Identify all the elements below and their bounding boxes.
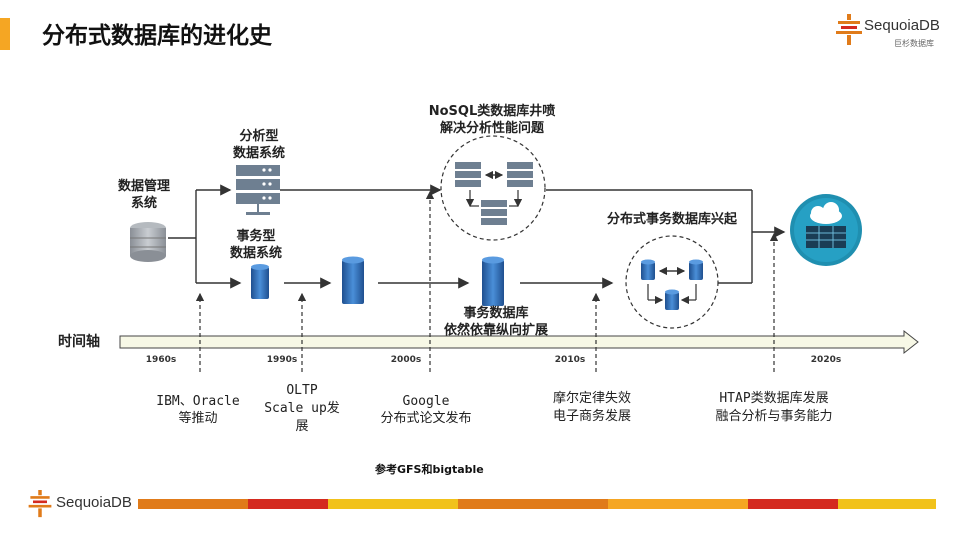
- event-4-line-2: 电子商务发展: [553, 408, 631, 424]
- sequoiadb-logo-bottom: SequoiaDB: [28, 490, 168, 518]
- dist-db-left-icon: [641, 259, 655, 280]
- txdb-label-2: 依然依靠纵向扩展: [444, 322, 549, 338]
- logo-sub-text: 巨杉数据库: [894, 39, 934, 48]
- event-3-line-1: Google: [403, 394, 450, 409]
- stripe-segment: [838, 499, 936, 509]
- event-3-line-2: 分布式论文发布: [380, 410, 471, 426]
- tick-1960s: 1960s: [146, 355, 176, 365]
- event-2-line-3: 展: [295, 419, 308, 434]
- stripe-segment: [328, 499, 458, 509]
- dist-link-arrows: [647, 266, 697, 305]
- dist-tx-cluster-circle: [625, 235, 719, 329]
- sequoia-tree-icon: [836, 14, 862, 45]
- logo-brand-text: SequoiaDB: [864, 17, 940, 34]
- bottom-logo-brand: SequoiaDB: [56, 494, 132, 511]
- stripe-segment: [248, 499, 328, 509]
- analytic-server-icon: [236, 165, 280, 215]
- event-1-line-2: 等推动: [178, 410, 217, 426]
- dbms-cylinder-icon: [130, 222, 166, 262]
- branch-connector: [168, 184, 242, 289]
- small-blue-cylinder-icon: [251, 264, 269, 299]
- medium-blue-cylinder-icon: [342, 256, 364, 304]
- nosql-server-bottom-icon: [481, 200, 507, 225]
- analytic-label-2: 数据系统: [233, 145, 285, 161]
- stripe-segment: [608, 499, 748, 509]
- title-accent-bar: [0, 18, 10, 50]
- dist-db-right-icon: [689, 259, 703, 280]
- transactional-label-2: 数据系统: [230, 245, 282, 261]
- nosql-label-2: 解决分析性能问题: [439, 120, 545, 136]
- nosql-cluster-circle: [440, 135, 546, 241]
- tick-1990s: 1990s: [267, 355, 297, 365]
- transactional-label-1: 事务型: [236, 228, 275, 244]
- dist-tx-label: 分布式事务数据库兴起: [607, 211, 738, 227]
- reference-note: 参考GFS和bigtable: [375, 463, 484, 476]
- nosql-server-right-icon: [507, 162, 533, 187]
- analytic-label-1: 分析型: [239, 128, 278, 144]
- stripe-segment: [138, 499, 248, 509]
- tick-2010s: 2010s: [555, 355, 585, 365]
- dbms-label-2: 系统: [131, 195, 157, 211]
- event-5-line-2: 融合分析与事务能力: [715, 408, 832, 424]
- timeline-arrow: [119, 329, 919, 355]
- large-blue-cylinder-icon: [482, 256, 504, 306]
- page-title: 分布式数据库的进化史: [42, 23, 272, 49]
- evolution-diagram: 数据管理 系统 分析型 数据系统 事务型 数据系统 事务数据库 依然依靠纵向扩展: [58, 103, 919, 434]
- nosql-label-1: NoSQL类数据库井喷: [429, 103, 556, 119]
- merge-connector: [546, 189, 786, 284]
- dist-db-bottom-icon: [665, 289, 679, 310]
- tick-2000s: 2000s: [391, 355, 421, 365]
- txdb-label-1: 事务数据库: [463, 305, 528, 321]
- timeline-label: 时间轴: [58, 333, 100, 350]
- event-5-line-1: HTAP类数据库发展: [719, 390, 828, 406]
- stripe-segment: [748, 499, 838, 509]
- event-2-line-2: Scale up发: [264, 400, 340, 416]
- sequoiadb-logo-top: SequoiaDB 巨杉数据库: [836, 14, 956, 54]
- nosql-server-left-icon: [455, 162, 481, 187]
- sequoia-tree-icon-bottom: [28, 490, 52, 518]
- event-4-line-1: 摩尔定律失效: [553, 390, 631, 406]
- cloud-database-icon: [790, 194, 862, 266]
- tick-2020s: 2020s: [811, 355, 841, 365]
- event-1-line-1: IBM、Oracle: [156, 394, 240, 409]
- event-dashed-lines: [195, 190, 779, 372]
- dbms-label-1: 数据管理: [118, 178, 170, 194]
- event-2-line-1: OLTP: [286, 383, 317, 398]
- nosql-link-arrows: [465, 170, 523, 208]
- stripe-segment: [458, 499, 608, 509]
